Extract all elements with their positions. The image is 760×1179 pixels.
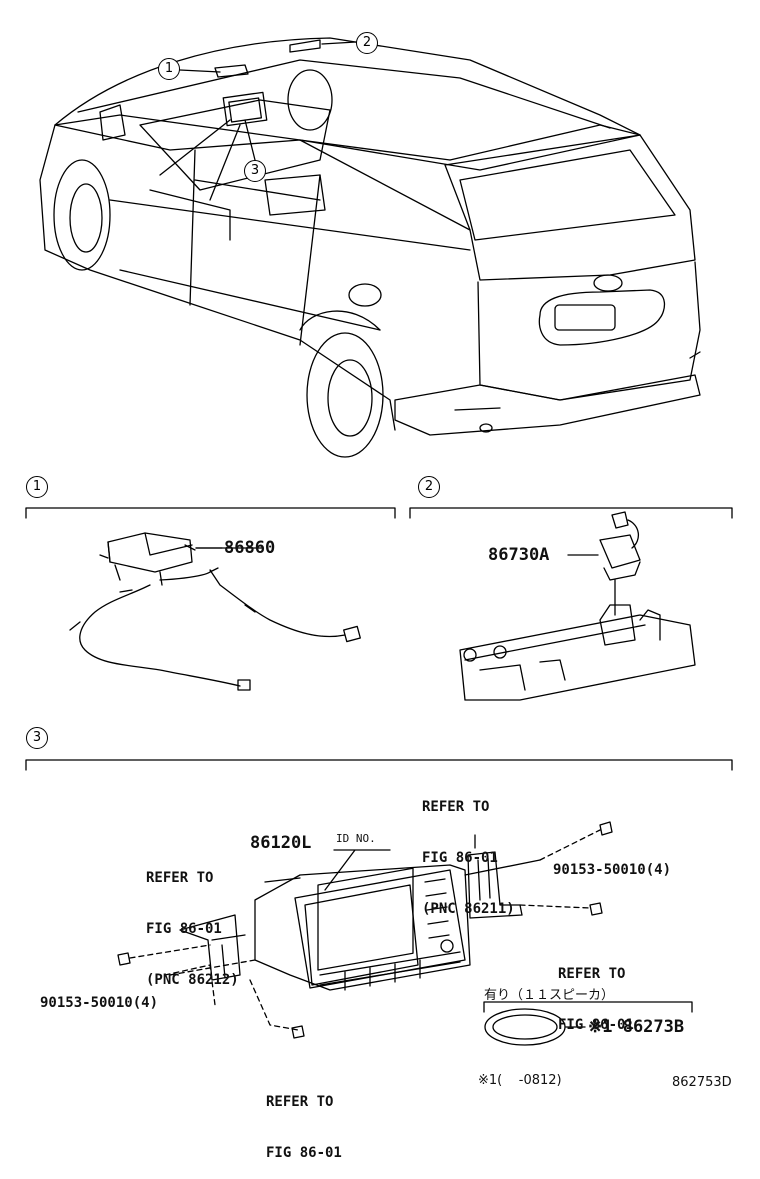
callout-1-van: 1 xyxy=(158,58,180,80)
refer-left: REFER TO FIG 86-01 (PNC 86212) xyxy=(146,870,239,988)
callout-3-van: 3 xyxy=(244,160,266,182)
van-illustration xyxy=(39,37,701,458)
id-no-label: ID NO. xyxy=(336,832,376,845)
part-number-86273b: ※1 86273B xyxy=(588,1017,685,1037)
part-number-86120l: 86120L xyxy=(250,833,312,853)
bolt-right-label: 90153-50010(4) xyxy=(553,862,672,878)
part-86120l-nav-unit xyxy=(117,821,613,1039)
section-frames xyxy=(25,507,733,771)
part-number-86730a: 86730A xyxy=(488,545,550,565)
refer-top-right: REFER TO FIG 86-01 (PNC 86211) xyxy=(422,799,515,917)
part-86730a-sensor xyxy=(459,511,696,701)
part-86273b-ring xyxy=(483,1001,693,1046)
part-86860-harness xyxy=(69,532,361,691)
diagram-code: 862753D xyxy=(672,1075,732,1090)
footnote: ※1( -0812) xyxy=(478,1073,562,1088)
callout-2-van: 2 xyxy=(356,32,378,54)
option-label: 有り（１１スピーカ） xyxy=(484,988,615,1003)
part-number-86860: 86860 xyxy=(224,538,276,558)
leader-lines xyxy=(195,547,599,556)
section-3-callout: 3 xyxy=(26,727,48,749)
section-2-callout: 2 xyxy=(418,476,440,498)
refer-right-lower: REFER TO FIG 86-01 xyxy=(558,966,634,1033)
refer-bottom: REFER TO FIG 86-01 xyxy=(266,1094,342,1161)
bolt-left-label: 90153-50010(4) xyxy=(40,995,159,1011)
section-1-callout: 1 xyxy=(26,476,48,498)
parts-diagram xyxy=(25,37,733,1046)
